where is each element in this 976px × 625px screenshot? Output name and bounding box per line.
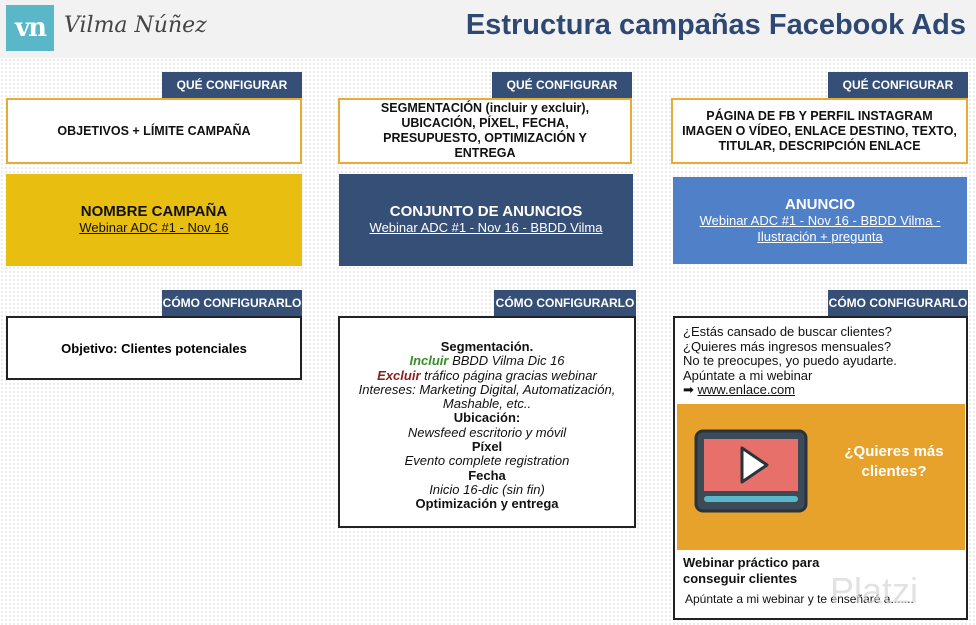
adset-what-box: SEGMENTACIÓN (incluir y excluir), UBICAC… [338, 98, 632, 164]
tag-how-ad: CÓMO CONFIGURARLO [828, 290, 968, 316]
ad-image: ¿Quieres más clientes? [677, 404, 965, 550]
placement-title: Ubicación: [453, 410, 521, 426]
interests-line-1: Intereses: Marketing Digital, Automatiza… [358, 381, 616, 397]
optimization-title: Optimización y entrega [415, 496, 559, 512]
adset-how-box: Segmentación. Incluir BBDD Vilma Dic 16 … [338, 316, 636, 528]
tag-how-adset: CÓMO CONFIGURARLO [494, 290, 636, 316]
platzi-watermark: Platzi [830, 570, 919, 611]
adset-name-title: CONJUNTO DE ANUNCIOS [389, 203, 583, 221]
campaign-objective: Objetivo: Clientes potenciales [61, 340, 247, 356]
ad-headline: Webinar práctico para conseguir clientes [683, 555, 820, 586]
ad-copy-line-4: Apúntate a mi webinar [683, 367, 813, 383]
adset-settings: Segmentación. Incluir BBDD Vilma Dic 16 … [340, 318, 634, 512]
ad-name-box: ANUNCIO Webinar ADC #1 - Nov 16 - BBDD V… [673, 177, 967, 264]
ad-what-box: PÁGINA DE FB Y PERFIL INSTAGRAM IMAGEN O… [671, 98, 968, 164]
ad-link[interactable]: www.enlace.com [697, 382, 796, 397]
page-title: Estructura campañas Facebook Ads [465, 9, 966, 41]
ad-copy: ¿Estás cansado de buscar clientes? ¿Quie… [683, 324, 897, 398]
pixel-text: Evento complete registration [404, 453, 570, 469]
exclude-line: Excluir tráfico página gracias webinar [377, 367, 597, 383]
ad-name-sub: Webinar ADC #1 - Nov 16 - BBDD Vilma - I… [699, 212, 941, 244]
campaign-what-box: OBJETIVOS + LÍMITE CAMPAÑA [6, 98, 302, 164]
placement-text: Newsfeed escritorio y móvil [407, 424, 567, 440]
video-player-icon [694, 429, 808, 513]
tag-how-campaign: CÓMO CONFIGURARLO [162, 290, 302, 316]
ad-link-line: ➡ www.enlace.com [683, 382, 897, 398]
date-title: Fecha [468, 467, 506, 483]
date-text: Inicio 16-dic (sin fin) [429, 481, 545, 497]
ad-copy-line-2: ¿Quieres más ingresos mensuales? [683, 338, 892, 354]
campaign-how-box: Objetivo: Clientes potenciales [6, 316, 302, 380]
ad-name-title: ANUNCIO [785, 195, 855, 213]
adset-name-box: CONJUNTO DE ANUNCIOS Webinar ADC #1 - No… [339, 174, 633, 266]
logo-name: Vilma Núñez [64, 13, 207, 38]
interests-line-2: Mashable, etc.. [442, 396, 532, 412]
tag-what-campaign: QUÉ CONFIGURAR [162, 72, 302, 98]
campaign-name-title: NOMBRE CAMPAÑA [80, 203, 228, 221]
tag-what-adset: QUÉ CONFIGURAR [492, 72, 632, 98]
ad-image-text: ¿Quieres más clientes? [844, 443, 944, 480]
logo: vn [6, 5, 54, 51]
ad-description: Apúntate a mi webinar y te enseñaré a...… [685, 592, 914, 606]
adset-name-sub: Webinar ADC #1 - Nov 16 - BBDD Vilma [369, 220, 603, 236]
tag-what-ad: QUÉ CONFIGURAR [828, 72, 968, 98]
ad-copy-line-3: No te preocupes, yo puedo ayudarte. [683, 353, 897, 368]
ad-copy-line-1: ¿Estás cansado de buscar clientes? [683, 324, 892, 339]
ad-preview: ¿Estás cansado de buscar clientes? ¿Quie… [673, 316, 968, 620]
arrow-icon: ➡ [683, 382, 698, 397]
campaign-name-sub: Webinar ADC #1 - Nov 16 [79, 220, 229, 236]
pixel-title: Píxel [471, 439, 503, 455]
header: vn Vilma Núñez Estructura campañas Faceb… [0, 0, 976, 58]
segmentation-title: Segmentación. [440, 339, 534, 354]
campaign-name-box: NOMBRE CAMPAÑA Webinar ADC #1 - Nov 16 [6, 174, 302, 266]
include-line: Incluir BBDD Vilma Dic 16 [409, 353, 565, 369]
